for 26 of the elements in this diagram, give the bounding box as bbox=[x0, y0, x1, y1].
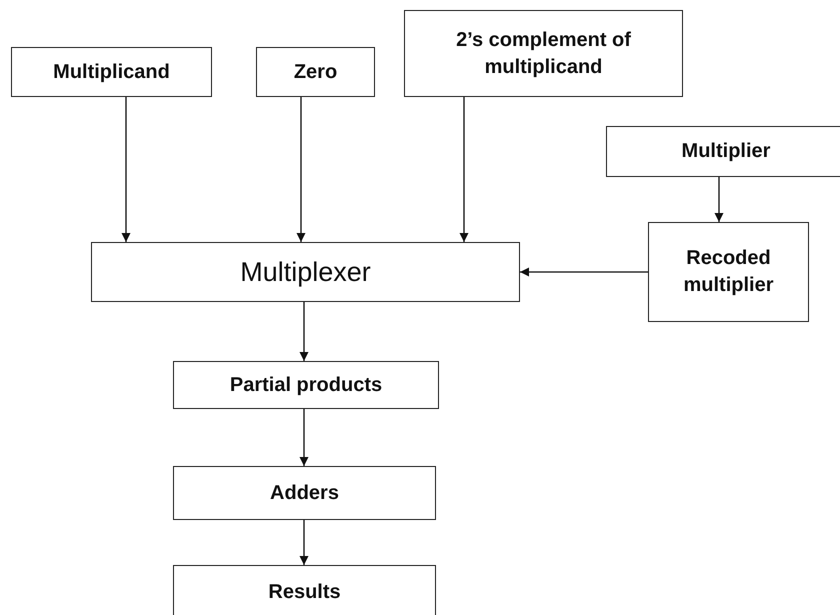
box-label: Recoded multiplier bbox=[682, 246, 774, 298]
process-box bbox=[648, 222, 809, 322]
arrow bbox=[121, 97, 131, 242]
process-box bbox=[606, 126, 840, 177]
process-box bbox=[91, 242, 520, 302]
box-label: Zero bbox=[294, 60, 338, 84]
arrow bbox=[520, 267, 648, 277]
box-label: Adders bbox=[270, 480, 339, 506]
box-label: 2’s complement of multiplicand bbox=[455, 28, 632, 80]
arrow bbox=[299, 520, 309, 565]
box-label: Multiplicand bbox=[53, 60, 170, 84]
arrow bbox=[459, 97, 469, 242]
process-box bbox=[404, 10, 683, 97]
arrow bbox=[299, 302, 309, 361]
arrow bbox=[296, 97, 306, 242]
box-label: Multiplier bbox=[682, 139, 770, 164]
arrow bbox=[299, 409, 309, 466]
box-label: Partial products bbox=[230, 372, 382, 398]
process-box bbox=[173, 565, 436, 615]
box-label: Results bbox=[268, 580, 341, 605]
process-box bbox=[173, 466, 436, 520]
process-box bbox=[256, 47, 375, 97]
process-box bbox=[11, 47, 212, 97]
process-box bbox=[173, 361, 439, 409]
arrow bbox=[714, 177, 724, 222]
box-label: Multiplexer bbox=[240, 256, 371, 289]
